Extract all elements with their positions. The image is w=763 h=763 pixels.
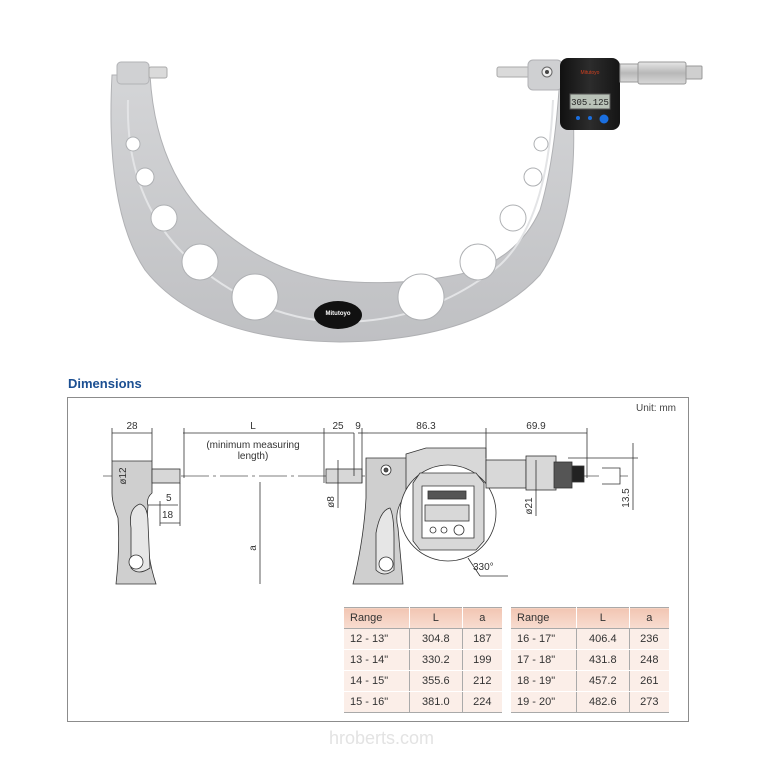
dim-thimble-length: 69.9 [526, 421, 546, 432]
dim-spindle-diameter: ø8 [326, 496, 337, 508]
cell-L: 457.2 [576, 670, 630, 692]
table-row: 15 - 16" 381.0 224 [344, 691, 502, 713]
table-row: 18 - 19" 457.2 261 [511, 670, 669, 692]
section-title-dimensions: Dimensions [68, 376, 142, 391]
cell-L: 431.8 [576, 649, 630, 671]
dim-anvil-diameter: ø12 [118, 467, 129, 485]
technical-drawing: 28 L (minimum measuring length) 25 9 86.… [103, 421, 638, 585]
frame-holes [125, 136, 549, 321]
cell-range: 16 - 17" [511, 628, 578, 650]
dim-L: L [250, 421, 256, 432]
cell-a: 261 [629, 670, 669, 692]
dim-L-note-2: length) [238, 451, 269, 462]
svg-text:Mitutoyo: Mitutoyo [326, 311, 351, 317]
cell-L: 304.8 [409, 628, 463, 650]
cell-a: 248 [629, 649, 669, 671]
svg-text:Mitutoyo: Mitutoyo [581, 70, 600, 76]
col-L: L [409, 607, 463, 629]
table-row: 14 - 15" 355.6 212 [344, 670, 502, 692]
cell-L: 381.0 [409, 691, 463, 713]
dim-head-length: 86.3 [416, 421, 436, 432]
cell-range: 17 - 18" [511, 649, 578, 671]
cell-range: 19 - 20" [511, 691, 578, 713]
unit-label: Unit: mm [636, 403, 676, 414]
cell-a: 273 [629, 691, 669, 713]
lcd-reading: 305.125 [571, 98, 609, 108]
dim-L-note-1: (minimum measuring [206, 440, 299, 451]
dim-depth-a: a [248, 545, 259, 551]
cell-a: 187 [462, 628, 502, 650]
dim-anvil-offset: 18 [162, 510, 174, 521]
table-row: 12 - 13" 304.8 187 [344, 628, 502, 650]
cell-range: 14 - 15" [344, 670, 411, 692]
micrometer-illustration: Mitutoyo Mitutoyo 305.125 [110, 58, 703, 343]
col-a: a [629, 607, 669, 629]
dimensions-panel: Unit: mm [67, 397, 689, 722]
dim-collar: 9 [355, 421, 361, 432]
table-row: 17 - 18" 431.8 248 [511, 649, 669, 671]
product-photo: Mitutoyo Mitutoyo 305.125 [0, 0, 763, 370]
table-header-row: Range L a [344, 607, 502, 629]
cell-a: 236 [629, 628, 669, 650]
cell-range: 18 - 19" [511, 670, 578, 692]
table-row: 13 - 14" 330.2 199 [344, 649, 502, 671]
col-range: Range [344, 607, 411, 629]
watermark: hroberts.com [328, 728, 435, 748]
spec-table-1: Range L a 12 - 13" 304.8 187 13 - 14" 33… [344, 607, 502, 713]
spec-table-2: Range L a 16 - 17" 406.4 236 17 - 18" 43… [511, 607, 669, 713]
col-L: L [576, 607, 630, 629]
table-row: 16 - 17" 406.4 236 [511, 628, 669, 650]
cell-range: 15 - 16" [344, 691, 411, 713]
table-header-row: Range L a [511, 607, 669, 629]
dim-spindle-length: 25 [332, 421, 344, 432]
dim-anvil-projection: 5 [166, 493, 172, 504]
cell-a: 224 [462, 691, 502, 713]
cell-a: 199 [462, 649, 502, 671]
dim-height-offset: 13.5 [621, 488, 632, 508]
table-row: 19 - 20" 482.6 273 [511, 691, 669, 713]
cell-L: 355.6 [409, 670, 463, 692]
cell-range: 13 - 14" [344, 649, 411, 671]
dim-rotation: 330° [473, 562, 494, 573]
col-range: Range [511, 607, 578, 629]
cell-a: 212 [462, 670, 502, 692]
col-a: a [462, 607, 502, 629]
dim-thimble-diameter: ø21 [524, 497, 535, 515]
cell-L: 406.4 [576, 628, 630, 650]
cell-L: 330.2 [409, 649, 463, 671]
dim-anvil-width: 28 [126, 421, 138, 432]
cell-range: 12 - 13" [344, 628, 411, 650]
cell-L: 482.6 [576, 691, 630, 713]
